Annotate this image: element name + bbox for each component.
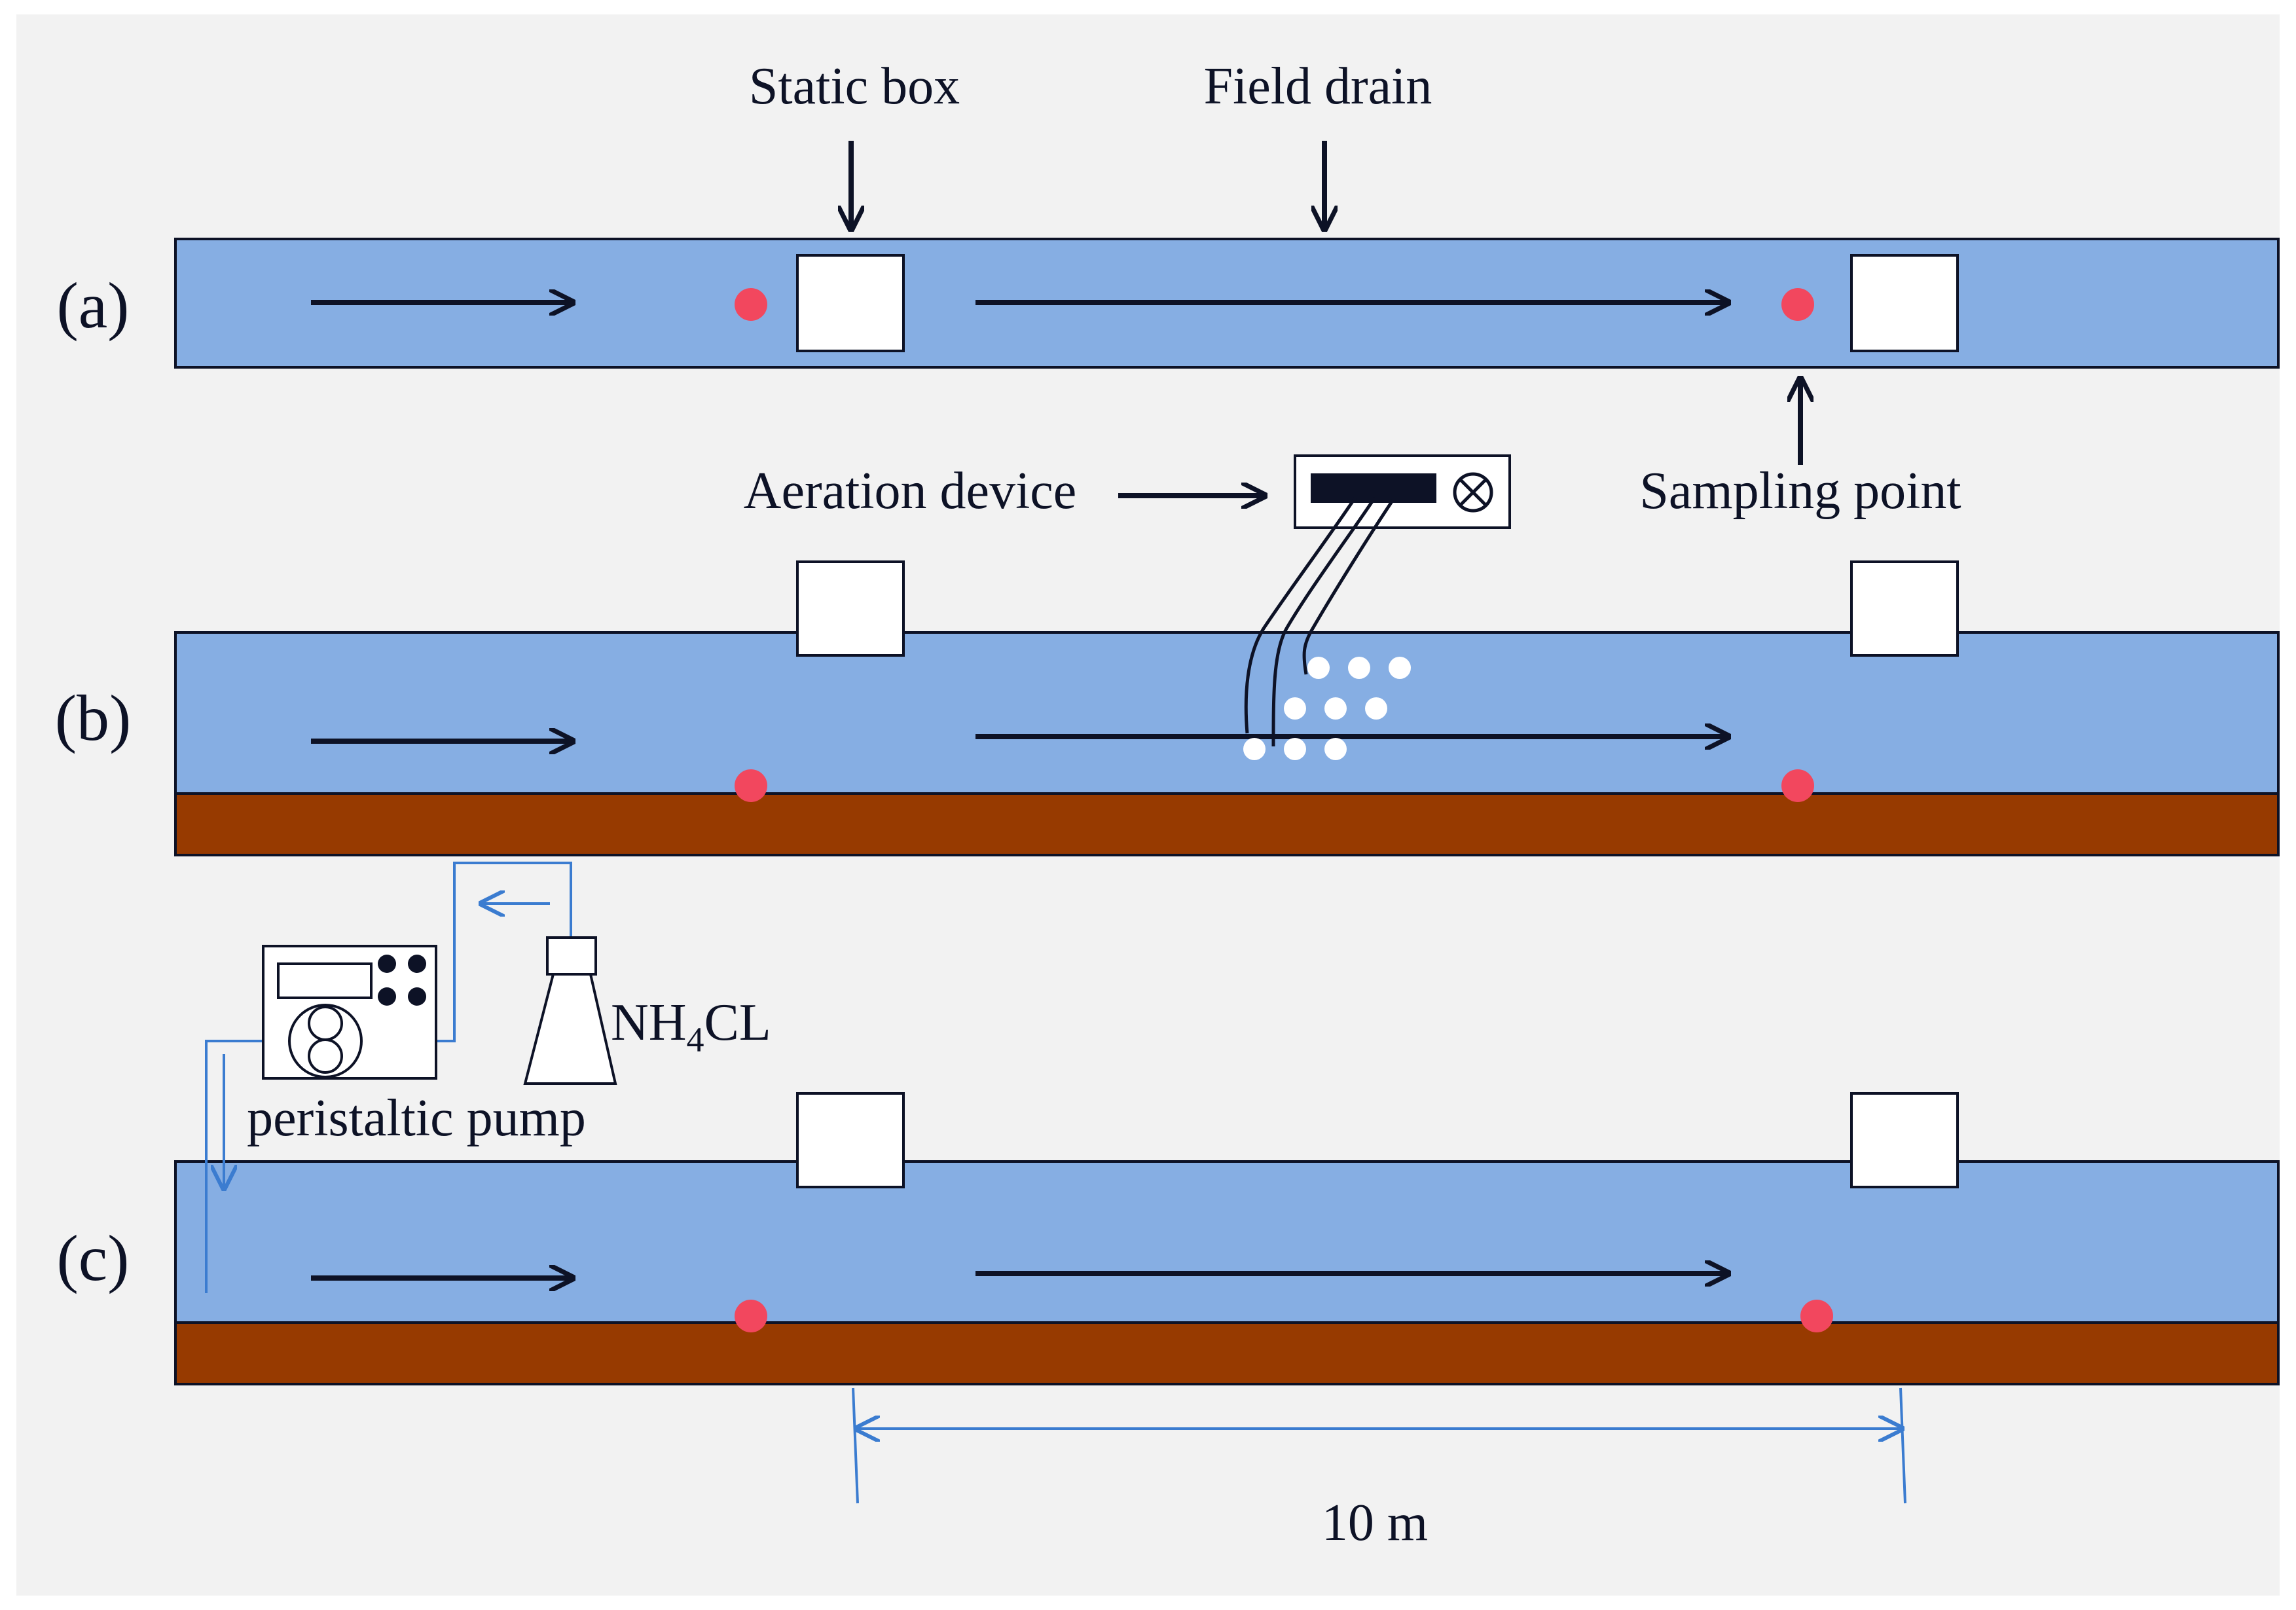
sediment-layer: [174, 791, 2280, 856]
pump-button-icon: [378, 987, 396, 1006]
pump-button-icon: [408, 987, 426, 1006]
sampling-point-dot: [735, 769, 767, 802]
panel-c: peristaltic pump NH4CL (c) 10 m: [57, 862, 2280, 1552]
air-bubble: [1243, 738, 1266, 760]
panel-label-a: (a): [57, 269, 130, 342]
air-bubble: [1348, 657, 1370, 679]
air-bubble: [1307, 657, 1330, 679]
air-bubble: [1389, 657, 1411, 679]
air-bubble: [1324, 697, 1347, 720]
dial-cross: [1459, 479, 1487, 506]
sampling-point-dot: [1781, 769, 1814, 802]
static-box: [1850, 560, 1959, 657]
aeration-device-dial-icon: [1453, 472, 1493, 513]
nh4cl-label-suffix: CL: [704, 994, 771, 1052]
bottle-body: [523, 973, 617, 1085]
air-bubbles: [1243, 657, 1411, 760]
air-bubble: [1324, 738, 1347, 760]
field-drain-channel: [174, 631, 2280, 795]
aeration-tube: [1244, 496, 1357, 734]
static-box: [1850, 254, 1959, 352]
distance-label: 10 m: [1322, 1494, 1428, 1552]
sampling-point-dot: [1800, 1300, 1833, 1332]
field-drain-channel: [174, 1160, 2280, 1324]
aeration-device: [1294, 454, 1511, 529]
static-box: [796, 254, 905, 352]
aeration-tube: [1302, 496, 1396, 675]
static-box: [1850, 1092, 1959, 1188]
distance-dimension: [852, 1387, 1906, 1504]
peristaltic-pump: [262, 945, 437, 1080]
dimension-tick: [852, 1387, 859, 1504]
nh4cl-label-subscript: 4: [687, 1020, 704, 1059]
bottle-cap: [546, 936, 597, 976]
pump-display: [277, 962, 373, 999]
static-box: [796, 1092, 905, 1188]
panel-label-c: (c): [57, 1222, 130, 1294]
tube-pump-to-drain: [205, 1040, 263, 1293]
reagent-bottle: [523, 936, 617, 1085]
dimension-tick: [1899, 1387, 1906, 1504]
nh4cl-label: NH4CL: [611, 994, 771, 1059]
panel-label-b: (b): [55, 682, 132, 754]
panel-a: Static box Field drain Sampling point (a…: [57, 58, 2280, 520]
sampling-point-dot: [1781, 288, 1814, 321]
aeration-tubes: [1244, 496, 1396, 747]
sampling-point-dot: [735, 1300, 767, 1332]
aeration-tube: [1271, 496, 1377, 747]
air-bubble: [1284, 697, 1306, 720]
aeration-device-label: Aeration device: [744, 462, 1077, 520]
sediment-layer: [174, 1320, 2280, 1385]
pump-button-icon: [378, 955, 396, 973]
sampling-point-dot: [735, 288, 767, 321]
pump-button-icon: [408, 955, 426, 973]
pump-roller: [308, 1038, 343, 1074]
panel-b: Aeration device: [55, 454, 2280, 856]
static-box: [796, 560, 905, 657]
sampling-point-label: Sampling point: [1639, 462, 1961, 520]
peristaltic-pump-label: peristaltic pump: [247, 1089, 586, 1147]
field-drain-label: Field drain: [1204, 58, 1432, 115]
air-bubble: [1365, 697, 1387, 720]
air-bubble: [1284, 738, 1306, 760]
nh4cl-label-prefix: NH: [611, 994, 687, 1052]
static-box-label: Static box: [749, 58, 960, 115]
